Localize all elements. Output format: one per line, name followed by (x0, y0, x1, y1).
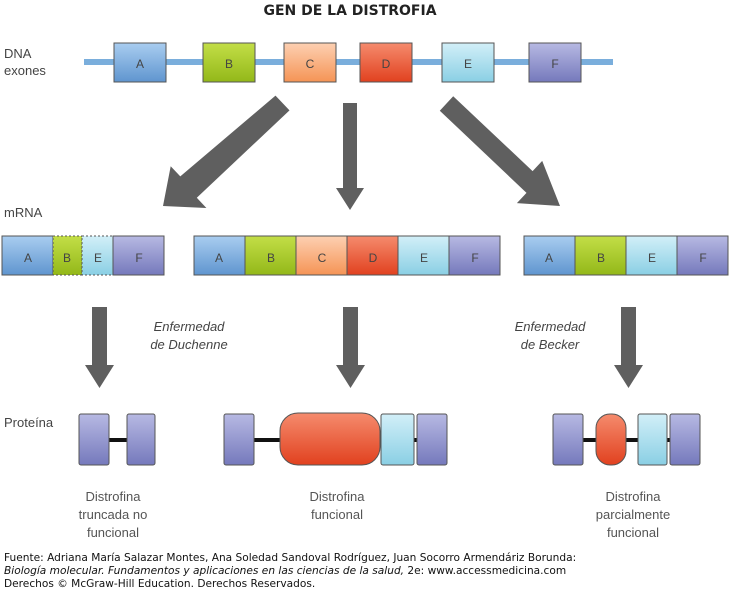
protein-duchenne-caption-2: truncada no (79, 507, 148, 522)
credits-line-2-rest: 2e: www.accessmedicina.com (404, 565, 567, 577)
arrow-dna-to-becker (439, 96, 560, 206)
mrna-normal-f: F (471, 251, 478, 265)
dna-exon-b-label: B (225, 57, 233, 71)
mrna-becker: A B E F (523, 235, 729, 276)
mrna-normal: A B C D E F (193, 235, 501, 276)
mrna-duchenne-e: E (94, 251, 102, 265)
mrna-becker-e: E (648, 251, 656, 265)
arrow-dna-to-duchenne (163, 95, 290, 208)
mrna-becker-a: A (545, 251, 553, 265)
mrna-duchenne-a: A (24, 251, 32, 265)
credits-line-3: Derechos © McGraw-Hill Education. Derech… (4, 578, 316, 590)
mrna-becker-f: F (699, 251, 706, 265)
mrna-duchenne-f: F (135, 251, 142, 265)
protein-normal (223, 412, 448, 466)
book-title: Biología molecular. Fundamentos y aplica… (4, 565, 405, 577)
mrna-normal-e: E (420, 251, 428, 265)
mrna-duchenne-b: B (63, 251, 71, 265)
dna-exon-a-label: A (136, 57, 144, 71)
mrna-normal-c: C (318, 251, 327, 265)
protein-becker-caption-2: parcialmente (596, 507, 670, 522)
protein-duchenne-caption-1: Distrofina (86, 489, 142, 504)
protein-becker-caption-3: funcional (607, 525, 659, 540)
dna-exon-d: D (359, 42, 413, 83)
duchenne-label-line2: de Duchenne (150, 337, 227, 352)
diagram-title: GEN DE LA DISTROFIA (263, 3, 436, 19)
dna-exon-c-label: C (306, 57, 315, 71)
arrow-mrna-to-protein-normal (336, 307, 365, 388)
dystrophin-diagram: GEN DE LA DISTROFIA DNA exones mRNA Prot… (1, 3, 729, 540)
arrow-mrna-to-protein-becker (614, 307, 643, 388)
dna-exon-d-label: D (382, 57, 391, 71)
source-credits: Fuente: Adriana María Salazar Montes, An… (4, 552, 726, 591)
dna-label: DNA (4, 46, 32, 61)
dna-exon-b: B (202, 42, 256, 83)
protein-normal-caption-1: Distrofina (310, 489, 366, 504)
protein-duchenne (78, 413, 156, 466)
dna-exon-e-label: E (464, 57, 472, 71)
dna-exon-a: A (113, 42, 167, 83)
protein-becker-caption-1: Distrofina (606, 489, 662, 504)
protein-becker (552, 413, 701, 466)
credits-line-2: Biología molecular. Fundamentos y aplica… (4, 565, 726, 578)
mrna-duchenne: A B E F (1, 235, 165, 276)
dna-exon-c: C (283, 42, 337, 83)
mrna-label: mRNA (4, 205, 43, 220)
dna-exon-f: F (528, 42, 582, 83)
duchenne-label-line1: Enfermedad (154, 319, 226, 334)
dna-exon-f-label: F (551, 57, 558, 71)
mrna-normal-d: D (369, 251, 378, 265)
protein-normal-caption-2: funcional (311, 507, 363, 522)
exons-label: exones (4, 63, 46, 78)
mrna-normal-a: A (215, 251, 223, 265)
becker-label-line2: de Becker (521, 337, 580, 352)
mrna-normal-b: B (267, 251, 275, 265)
protein-label: Proteína (4, 415, 54, 430)
protein-duchenne-caption-3: funcional (87, 525, 139, 540)
credits-line-1: Fuente: Adriana María Salazar Montes, An… (4, 552, 577, 564)
arrow-dna-to-normal (336, 103, 364, 210)
dna-exon-e: E (441, 42, 495, 83)
becker-label-line1: Enfermedad (515, 319, 587, 334)
arrow-mrna-to-protein-duchenne (85, 307, 114, 388)
mrna-becker-b: B (597, 251, 605, 265)
